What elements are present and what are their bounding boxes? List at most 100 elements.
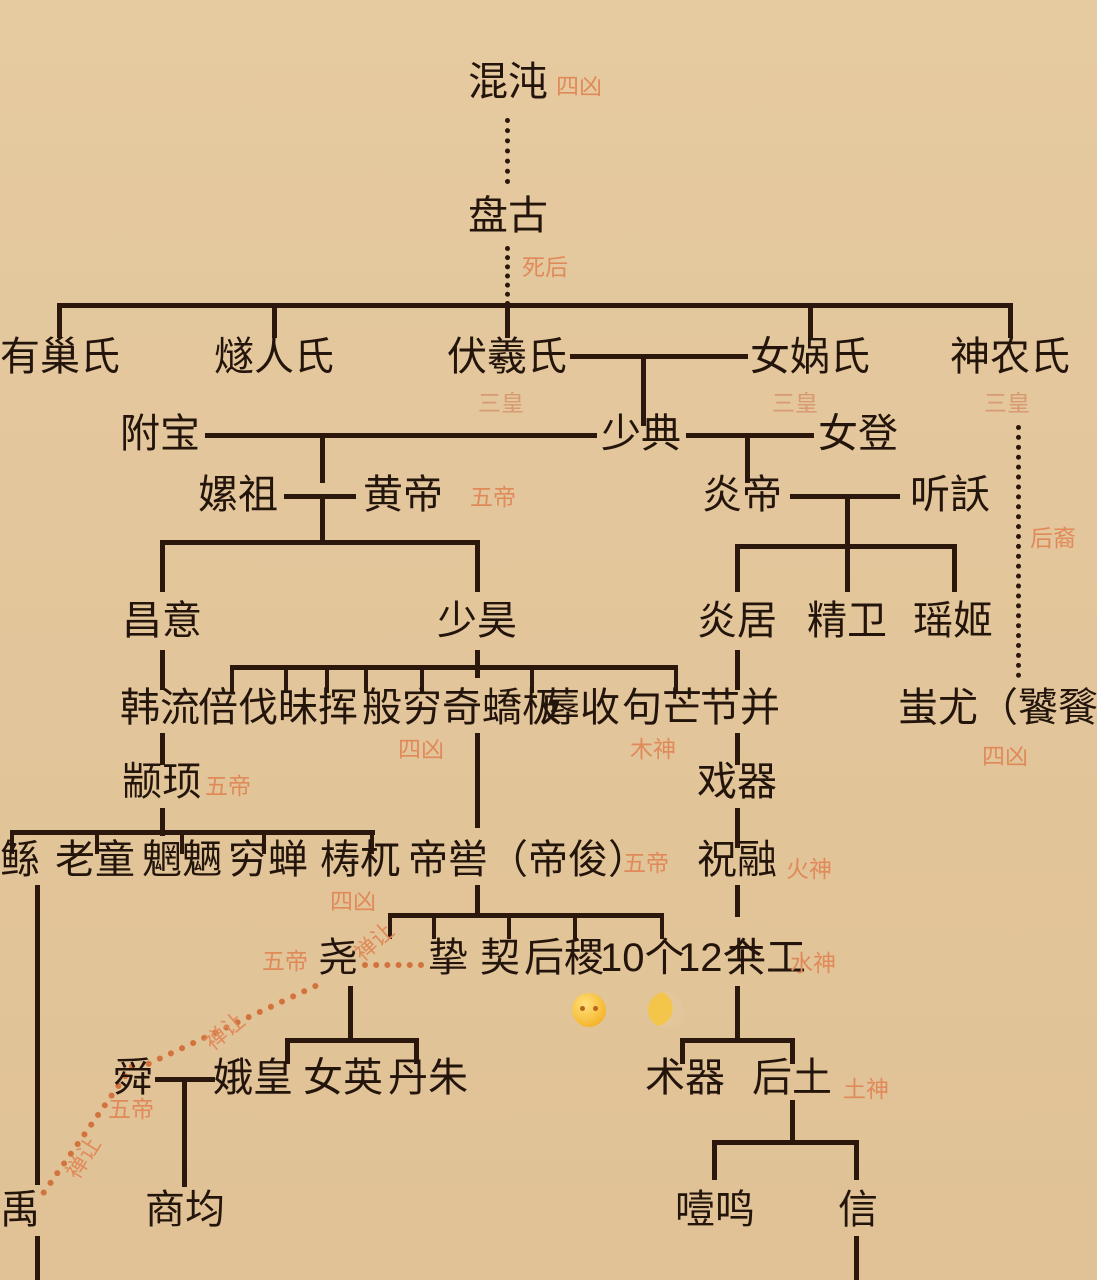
tag-qiongqi-sixiong: 四凶 xyxy=(398,736,444,762)
node-shaodian: 少典 xyxy=(601,412,681,456)
stem-qiongchan xyxy=(262,830,266,854)
tag-fuxishi-sanhuang: 三皇 xyxy=(478,390,524,416)
node-fuxishi: 伏羲氏 xyxy=(447,335,567,379)
tag-houyi: 后裔 xyxy=(1030,525,1076,551)
line-yao-zhi-dotted xyxy=(362,962,424,968)
node-shiergge: 12个 xyxy=(678,936,763,980)
node-zhi: 挚 xyxy=(428,936,468,980)
bar-huangdi-children xyxy=(160,540,480,545)
stem-suirenshi xyxy=(272,303,277,338)
node-jiaoji: 蟜极 xyxy=(482,686,562,730)
node-yaoji: 瑶姬 xyxy=(913,599,993,643)
moon-emoji xyxy=(642,986,690,1034)
tag-shennongshi-sanhuang: 三皇 xyxy=(984,390,1030,416)
node-xie: 契 xyxy=(480,936,520,980)
line-changyi-hanliu xyxy=(160,650,165,690)
node-xiqi: 戏器 xyxy=(697,760,777,804)
tag-yao-wudi: 五帝 xyxy=(262,948,308,974)
tag-zhurong-huoshen: 火神 xyxy=(786,856,832,882)
stem-changyi xyxy=(160,540,165,592)
node-taowu: 梼杌 xyxy=(320,838,400,882)
node-qiongchan: 穷蝉 xyxy=(228,838,308,882)
node-banqiongqi: 般穷奇 xyxy=(362,686,482,730)
line-pangu-down xyxy=(505,246,510,306)
stem-jingwei xyxy=(845,544,850,592)
stem-fa xyxy=(284,665,288,693)
stem-nuying xyxy=(285,1038,290,1064)
node-hanliu: 韩流 xyxy=(120,686,200,730)
stem-xin xyxy=(854,1140,859,1180)
sun-emoji xyxy=(572,993,606,1027)
line-fuxi-nuwa-marriage xyxy=(570,354,748,359)
line-hanliu-zhuanxu xyxy=(160,733,165,765)
tag-houtu-tushen: 土神 xyxy=(843,1076,889,1102)
stem-rushou xyxy=(530,665,534,693)
bar-shaohao-children xyxy=(230,665,674,670)
node-wangliang: 魍魉 xyxy=(142,838,222,882)
node-yu: 禹 xyxy=(0,1188,40,1232)
bar-diku-children xyxy=(388,913,663,918)
stem-banqiongqi xyxy=(420,665,424,693)
tag-huangdi-wudi: 五帝 xyxy=(470,484,516,510)
stem-diku-children xyxy=(475,885,480,915)
line-xiqi-zhurong xyxy=(735,808,740,848)
line-shennong-chiyou-dotted xyxy=(1016,425,1021,678)
node-leizu: 嫘祖 xyxy=(198,473,278,517)
stem-zhi xyxy=(388,913,392,939)
stem-yandi xyxy=(745,433,750,483)
stem-youchaoshi xyxy=(57,303,62,338)
stem-xie xyxy=(432,913,436,939)
node-rushou: 蓐收 xyxy=(540,686,620,730)
node-xin: 信 xyxy=(838,1188,878,1232)
stem-fuxishi xyxy=(505,303,510,338)
node-chiyou: 蚩尤（饕餮） xyxy=(898,686,1097,730)
node-tingyao: 听訞 xyxy=(910,473,990,517)
node-shennongshi: 神农氏 xyxy=(950,335,1070,379)
node-zhurong: 祝融 xyxy=(697,838,777,882)
stem-huangdi xyxy=(320,433,325,483)
node-danzhu: 丹朱 xyxy=(388,1056,468,1100)
stem-nuwashi xyxy=(808,303,813,338)
line-yu-down xyxy=(35,1236,40,1280)
stem-shiergge xyxy=(660,913,664,939)
node-jiebing: 节并 xyxy=(700,686,780,730)
stem-shaohao xyxy=(475,540,480,592)
node-nudeng: 女登 xyxy=(818,412,898,456)
bar-zhuanxu-children xyxy=(10,830,375,835)
stem-houji xyxy=(507,913,511,939)
node-meihui: 昧挥 xyxy=(278,686,358,730)
line-xin-down xyxy=(854,1236,859,1280)
node-pangu: 盘古 xyxy=(468,194,548,238)
stem-huangdi-children xyxy=(320,494,325,540)
bar-yao-children xyxy=(285,1038,418,1043)
tag-nuwashi-sanhuang: 三皇 xyxy=(772,390,818,416)
node-houji: 后稷 xyxy=(524,936,604,980)
node-gonggong: 共工 xyxy=(726,936,806,980)
node-laotong: 老童 xyxy=(55,838,135,882)
node-jingwei: 精卫 xyxy=(807,599,887,643)
stem-beifa xyxy=(230,665,234,693)
node-shangjun: 商均 xyxy=(145,1188,225,1232)
stem-mei xyxy=(325,665,329,693)
line-yanju-jiebing xyxy=(735,650,740,690)
node-suirenshi: 燧人氏 xyxy=(214,335,334,379)
stem-shuqi xyxy=(680,1038,685,1064)
node-gun: 鲧 xyxy=(0,838,40,882)
node-shuqi: 术器 xyxy=(645,1056,725,1100)
stem-hui xyxy=(364,665,368,693)
line-gun-yu xyxy=(35,885,40,1185)
stem-goumang xyxy=(674,665,678,693)
line-jiaoji-diku xyxy=(475,733,480,828)
line-hundun-pangu xyxy=(505,118,510,184)
node-shige: 10个 xyxy=(600,936,685,980)
node-yandi: 炎帝 xyxy=(702,473,782,517)
stem-shige xyxy=(573,913,577,939)
line-zhurong-gonggong xyxy=(735,885,740,917)
tag-chiyou-sixiong: 四凶 xyxy=(982,743,1028,769)
stem-zhuanxu-children xyxy=(160,808,165,836)
stem-yanju xyxy=(735,544,740,592)
bar-houtu-children xyxy=(712,1140,857,1145)
stem-shennongshi xyxy=(1008,303,1013,338)
tag-gonggong-shuishen: 水神 xyxy=(790,950,836,976)
stem-shaohao-children xyxy=(475,650,480,678)
